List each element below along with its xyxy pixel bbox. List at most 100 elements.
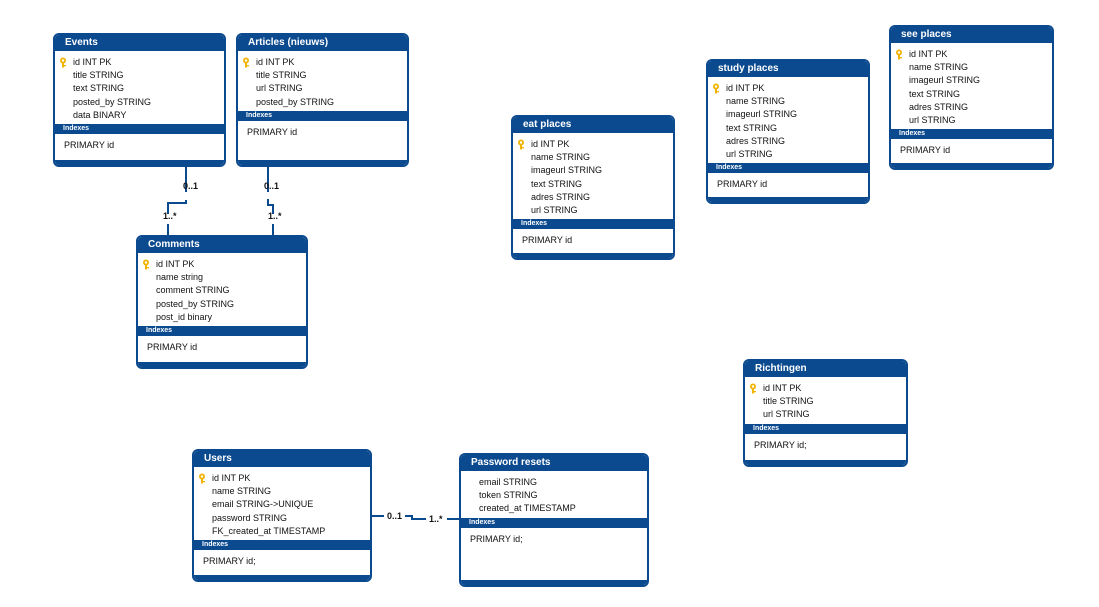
indexes-header: Indexes <box>513 219 673 230</box>
field-row: email STRING <box>479 477 538 487</box>
indexes-header: Indexes <box>238 110 407 121</box>
field-row: token STRING <box>479 490 538 501</box>
entity-articles[interactable]: Articles (nieuws) id INT PK title STRING… <box>236 33 409 167</box>
index-row: PRIMARY id <box>247 126 298 137</box>
field-row: created_at TIMESTAMP <box>479 503 576 514</box>
key-icon <box>516 139 526 150</box>
field-list: id INT PK title STRING url STRING posted… <box>238 53 407 111</box>
entity-title: Richtingen <box>745 361 906 379</box>
entity-footer <box>194 575 370 580</box>
field-row: name STRING <box>909 62 969 73</box>
field-row: id INT PK <box>194 472 370 485</box>
key-icon <box>711 83 721 94</box>
index-row: PRIMARY id <box>147 341 198 352</box>
entity-richtingen[interactable]: Richtingen id INT PK title STRING url ST… <box>743 359 908 467</box>
field-row: data BINARY <box>73 109 127 120</box>
field-row: text STRING <box>726 122 778 133</box>
field-list: id INT PK name STRING imageurl STRING te… <box>708 79 868 163</box>
indexes-header: Indexes <box>138 325 306 336</box>
field-row: url STRING <box>726 148 773 159</box>
field-list: id INT PK name string comment STRING pos… <box>138 255 306 326</box>
indexes-header: Indexes <box>708 163 868 174</box>
entity-events[interactable]: Events id INT PK title STRING text STRIN… <box>53 33 226 167</box>
index-row: PRIMARY id <box>64 139 115 150</box>
field-row: text STRING <box>531 178 583 189</box>
field-row: id INT PK <box>238 56 407 69</box>
entity-users[interactable]: Users id INT PK name STRING email STRING… <box>192 449 372 582</box>
field-row: email STRING->UNIQUE <box>212 499 314 510</box>
indexes-header: Indexes <box>194 539 370 550</box>
cardinality-label: 1..* <box>429 514 443 524</box>
field-list: id INT PK name STRING email STRING->UNIQ… <box>194 469 370 540</box>
cardinality-label: 0..1 <box>183 181 199 191</box>
entity-title: Users <box>194 451 370 469</box>
key-icon <box>748 383 758 394</box>
key-icon <box>894 49 904 60</box>
entity-footer <box>513 253 673 258</box>
field-row: adres STRING <box>909 101 969 112</box>
field-row: url STRING <box>256 83 303 94</box>
field-list: id INT PK title STRING text STRING poste… <box>55 53 224 124</box>
field-row: url STRING <box>531 204 578 215</box>
entity-title: Comments <box>138 237 306 255</box>
field-row: FK_created_at TIMESTAMP <box>212 525 326 536</box>
cardinality-label: 1..* <box>268 211 282 221</box>
entity-password-resets[interactable]: Password resets email STRING token STRIN… <box>459 453 649 587</box>
key-icon <box>141 259 151 270</box>
field-row: comment STRING <box>156 285 230 296</box>
users-password-resets-line <box>372 515 459 520</box>
entity-footer <box>461 580 647 585</box>
entity-footer <box>891 163 1052 168</box>
field-row: name string <box>156 272 204 283</box>
entity-eat-places[interactable]: eat places id INT PK name STRING imageur… <box>511 115 675 260</box>
field-row: posted_by STRING <box>156 298 235 309</box>
index-row: PRIMARY id <box>522 235 573 246</box>
index-row: PRIMARY id; <box>203 555 256 566</box>
field-row: adres STRING <box>726 135 786 146</box>
key-icon <box>58 57 68 68</box>
entity-comments[interactable]: Comments id INT PK name string comment S… <box>136 235 308 369</box>
field-row: text STRING <box>909 88 961 99</box>
field-row: title STRING <box>256 70 307 81</box>
index-row: PRIMARY id <box>900 145 951 156</box>
field-row: adres STRING <box>531 191 591 202</box>
field-row: name STRING <box>212 486 272 497</box>
field-row: imageurl STRING <box>909 75 981 86</box>
field-row: url STRING <box>763 409 810 420</box>
index-row: PRIMARY id <box>717 179 768 190</box>
entity-title: study places <box>708 61 868 79</box>
entity-footer <box>745 460 906 465</box>
index-row: PRIMARY id; <box>470 533 523 544</box>
entity-footer <box>708 197 868 202</box>
entity-study-places[interactable]: study places id INT PK name STRING image… <box>706 59 870 204</box>
field-row: url STRING <box>909 114 956 125</box>
field-row: posted_by STRING <box>256 96 335 107</box>
indexes-header: Indexes <box>55 123 224 134</box>
cardinality-label: 0..1 <box>387 511 403 521</box>
field-list: email STRING token STRING created_at TIM… <box>461 473 647 518</box>
entity-title: Events <box>55 35 224 53</box>
field-row: name STRING <box>726 96 786 107</box>
field-row: id INT PK <box>891 48 1052 61</box>
entity-see-places[interactable]: see places id INT PK name STRING imageur… <box>889 25 1054 170</box>
entity-footer <box>55 160 224 165</box>
field-row: id INT PK <box>513 138 673 151</box>
field-row: title STRING <box>763 396 814 407</box>
field-row: id INT PK <box>55 56 224 69</box>
field-row: text STRING <box>73 83 125 94</box>
entity-title: see places <box>891 27 1052 45</box>
field-row: id INT PK <box>708 82 868 95</box>
indexes-header: Indexes <box>461 517 647 528</box>
field-row: posted_by STRING <box>73 96 152 107</box>
entity-footer <box>238 160 407 165</box>
indexes-header: Indexes <box>745 423 906 434</box>
field-row: id INT PK <box>138 258 306 271</box>
field-row: name STRING <box>531 152 591 163</box>
cardinality-label: 1..* <box>163 211 177 221</box>
field-row: id INT PK <box>745 382 906 395</box>
key-icon <box>197 473 207 484</box>
field-list: id INT PK title STRING url STRING <box>745 379 906 424</box>
field-row: imageurl STRING <box>531 165 603 176</box>
indexes-header: Indexes <box>891 129 1052 140</box>
